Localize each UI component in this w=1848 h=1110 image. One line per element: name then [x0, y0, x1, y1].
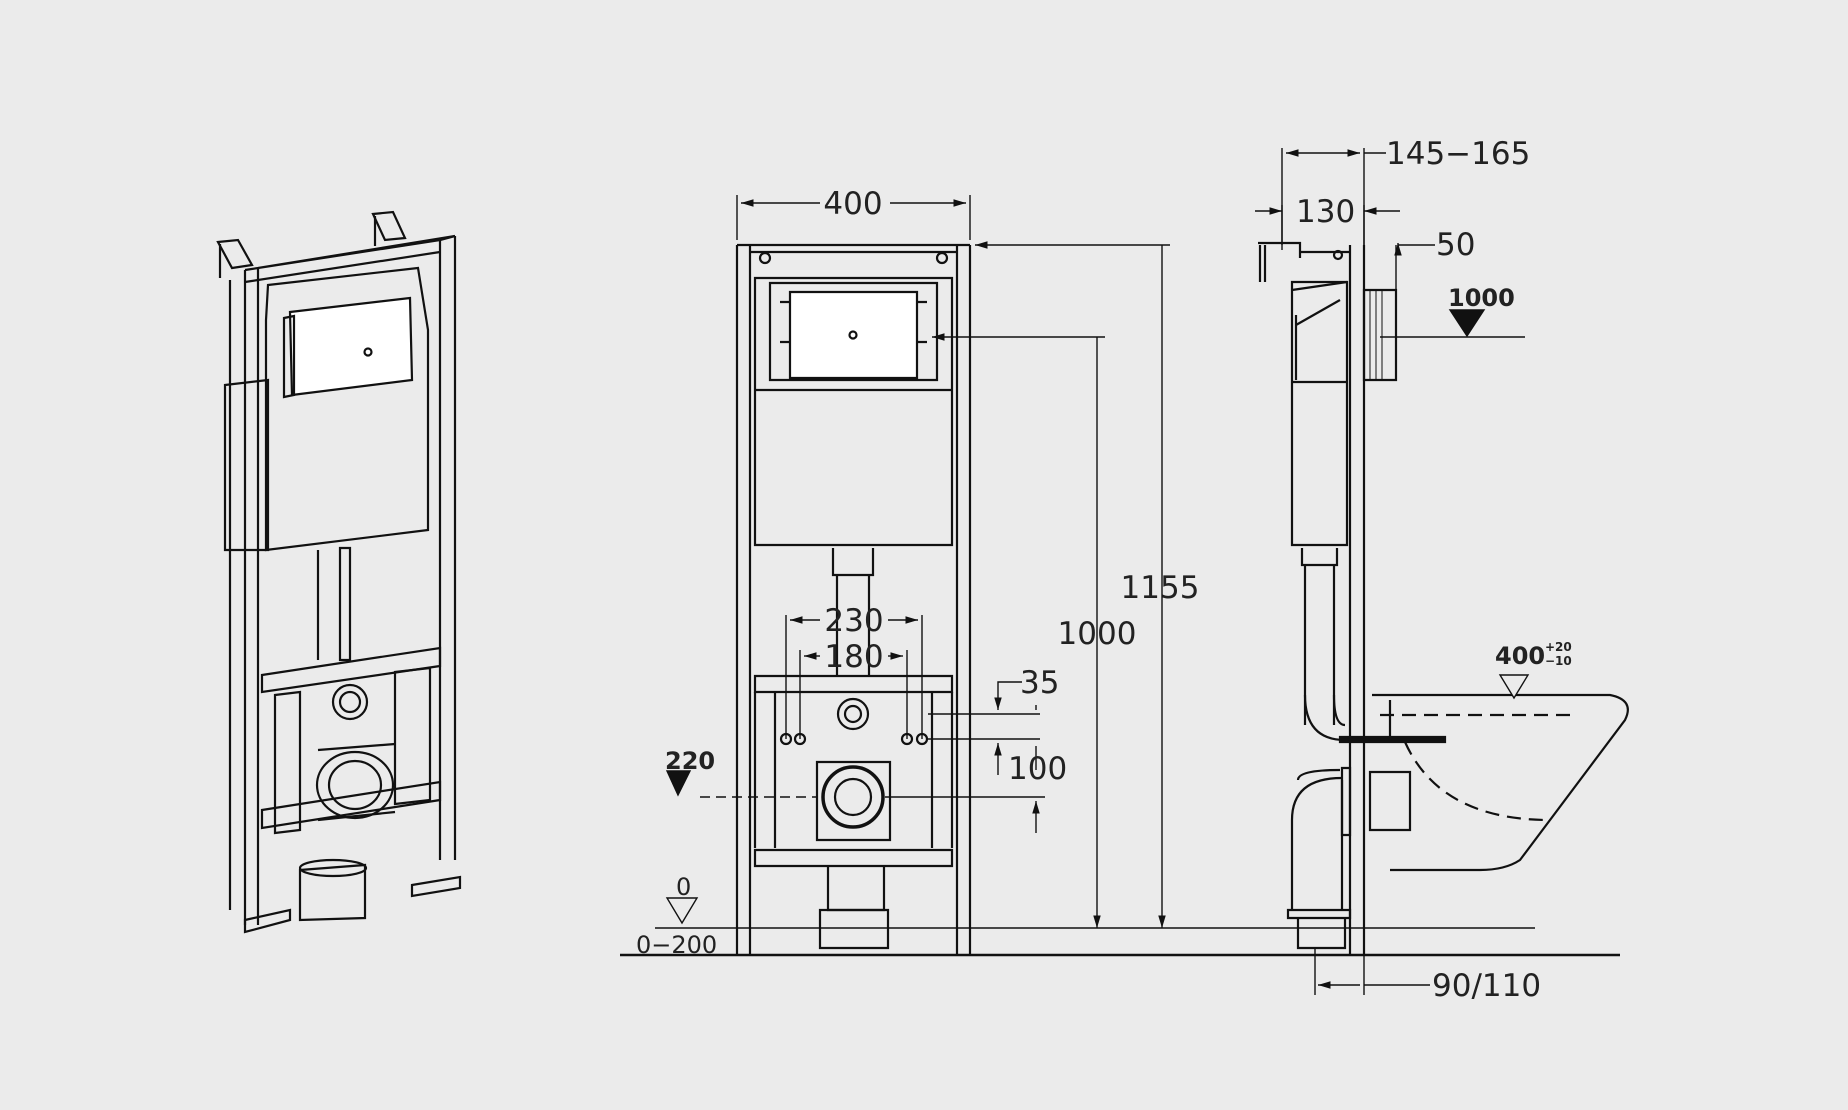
side-view-dimensions	[1255, 148, 1530, 995]
bowl-tolerance-minus: −10	[1545, 654, 1572, 668]
front-width-label: 400	[823, 186, 882, 222]
level-220-label: 220	[665, 747, 715, 775]
front-view-dimensions	[620, 195, 1620, 957]
depth-range-label: 145−165	[1386, 136, 1530, 172]
front-height-total-label: 1155	[1121, 570, 1200, 606]
depth-label: 130	[1296, 194, 1355, 230]
dimension-labels: 400 1155 1000 230 180 35 100 220 0 0−200…	[636, 136, 1572, 1004]
drain-spacing-outer-label: 230	[824, 603, 883, 639]
fixing-offset-label: 35	[1020, 665, 1059, 701]
foot-adjustment-label: 0−200	[636, 931, 717, 959]
level-1000-label: 1000	[1448, 284, 1515, 312]
bowl-tolerance-plus: +20	[1545, 640, 1572, 654]
outlet-label: 90/110	[1432, 968, 1541, 1004]
side-view	[1258, 241, 1629, 955]
plate-offset-label: 50	[1436, 227, 1475, 263]
front-height-plate-label: 1000	[1058, 616, 1137, 652]
isometric-view	[216, 210, 462, 934]
level-0-label: 0	[676, 873, 691, 901]
bowl-height-label: 400	[1495, 642, 1545, 670]
front-view	[735, 243, 972, 955]
inlet-offset-label: 100	[1008, 751, 1067, 787]
drain-spacing-inner-label: 180	[824, 639, 883, 675]
